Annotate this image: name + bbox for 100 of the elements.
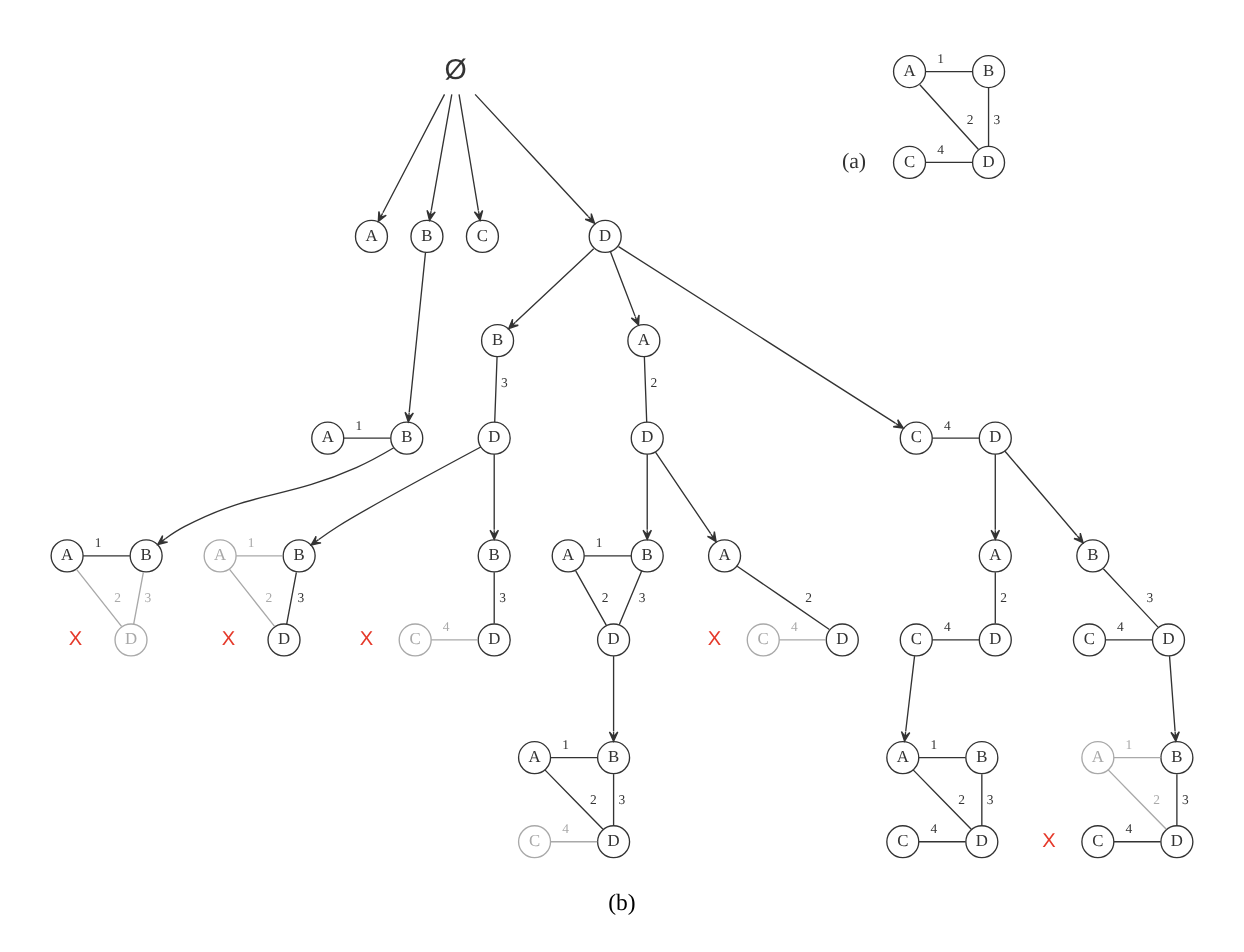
node-circle: C bbox=[1072, 623, 1107, 657]
arrow bbox=[377, 93, 446, 223]
arrow bbox=[617, 245, 904, 429]
connector bbox=[919, 84, 980, 151]
connector bbox=[736, 565, 831, 631]
connector bbox=[75, 568, 123, 627]
connector bbox=[493, 571, 495, 625]
connector bbox=[1107, 769, 1167, 830]
label: X bbox=[221, 629, 236, 652]
node-circle: C bbox=[1081, 825, 1115, 859]
connector bbox=[343, 437, 392, 439]
node-circle: A bbox=[892, 54, 927, 89]
label: X bbox=[68, 629, 83, 652]
connector bbox=[987, 87, 990, 147]
arrow bbox=[489, 453, 500, 541]
node-circle: B bbox=[480, 324, 515, 358]
caption: (b) bbox=[608, 890, 636, 917]
connector bbox=[918, 841, 967, 843]
connector bbox=[549, 841, 599, 843]
connector bbox=[494, 356, 498, 423]
node-circle: D bbox=[630, 421, 664, 455]
label: (a) bbox=[841, 150, 867, 175]
arrow bbox=[1004, 450, 1084, 544]
node-circle: A bbox=[886, 741, 920, 775]
node-circle: A bbox=[627, 324, 661, 358]
node-circle: B bbox=[596, 741, 631, 775]
node-circle: A bbox=[311, 421, 345, 455]
node-circle: C bbox=[899, 623, 933, 657]
node-circle: D bbox=[825, 623, 859, 657]
connector bbox=[924, 70, 973, 73]
node-text: Ø bbox=[444, 54, 467, 87]
node-circle: A bbox=[707, 539, 742, 573]
node-circle: A bbox=[978, 539, 1012, 573]
node-circle: C bbox=[465, 219, 500, 254]
connector bbox=[235, 555, 284, 557]
connector bbox=[544, 769, 604, 830]
connector bbox=[133, 571, 145, 625]
node-circle: D bbox=[588, 219, 622, 254]
connector bbox=[1102, 568, 1159, 628]
connector bbox=[931, 437, 980, 439]
connector bbox=[82, 555, 131, 557]
label: X bbox=[359, 629, 374, 652]
arrow bbox=[642, 453, 653, 541]
node-circle: C bbox=[746, 623, 780, 657]
node-circle: C bbox=[899, 421, 933, 455]
node-circle: B bbox=[965, 741, 999, 775]
arrow bbox=[310, 446, 482, 546]
node-circle: D bbox=[114, 623, 148, 657]
node-circle: D bbox=[1151, 623, 1186, 657]
connector bbox=[931, 639, 980, 641]
node-circle: D bbox=[978, 421, 1012, 455]
node-circle: B bbox=[129, 539, 163, 573]
label: X bbox=[1042, 830, 1056, 853]
node-circle: A bbox=[517, 741, 552, 775]
connector bbox=[228, 568, 276, 627]
node-circle: A bbox=[203, 539, 237, 573]
node-circle: B bbox=[630, 539, 664, 573]
arrow bbox=[508, 248, 595, 330]
connector bbox=[575, 570, 607, 626]
arrow bbox=[654, 451, 717, 543]
connector bbox=[924, 161, 973, 164]
arrow bbox=[608, 655, 619, 742]
connector bbox=[918, 756, 967, 759]
arrow bbox=[900, 655, 916, 742]
arrow bbox=[990, 453, 1001, 541]
connector bbox=[981, 773, 983, 826]
connector bbox=[778, 639, 827, 641]
node-circle: D bbox=[1160, 825, 1194, 859]
node-circle: B bbox=[390, 421, 424, 455]
connector bbox=[618, 570, 643, 626]
node-circle: B bbox=[282, 539, 316, 573]
connector bbox=[549, 756, 599, 759]
arrow bbox=[609, 251, 640, 326]
connector bbox=[1113, 841, 1162, 843]
arrow bbox=[426, 93, 453, 221]
node-circle: D bbox=[971, 145, 1006, 180]
node-circle: B bbox=[477, 539, 511, 573]
node-circle: D bbox=[477, 623, 511, 657]
arrow bbox=[1168, 655, 1180, 742]
node-circle: C bbox=[886, 825, 920, 859]
connector bbox=[430, 639, 479, 641]
node-circle: B bbox=[1076, 539, 1110, 573]
node-circle: D bbox=[978, 623, 1012, 657]
node-circle: A bbox=[50, 539, 84, 573]
node-circle: C bbox=[892, 145, 927, 180]
arrow bbox=[157, 447, 395, 546]
connector bbox=[1113, 756, 1162, 759]
connector bbox=[612, 773, 615, 826]
node-circle: D bbox=[267, 623, 301, 657]
connector bbox=[912, 769, 972, 830]
connector bbox=[1104, 639, 1153, 641]
node-circle: C bbox=[398, 623, 432, 657]
connector bbox=[286, 571, 298, 625]
connector bbox=[1176, 773, 1178, 826]
node-circle: A bbox=[551, 539, 585, 573]
arrow bbox=[404, 251, 427, 423]
node-circle: D bbox=[596, 623, 631, 657]
node-circle: B bbox=[1160, 741, 1194, 775]
connector bbox=[994, 571, 996, 625]
arrow bbox=[458, 93, 484, 221]
